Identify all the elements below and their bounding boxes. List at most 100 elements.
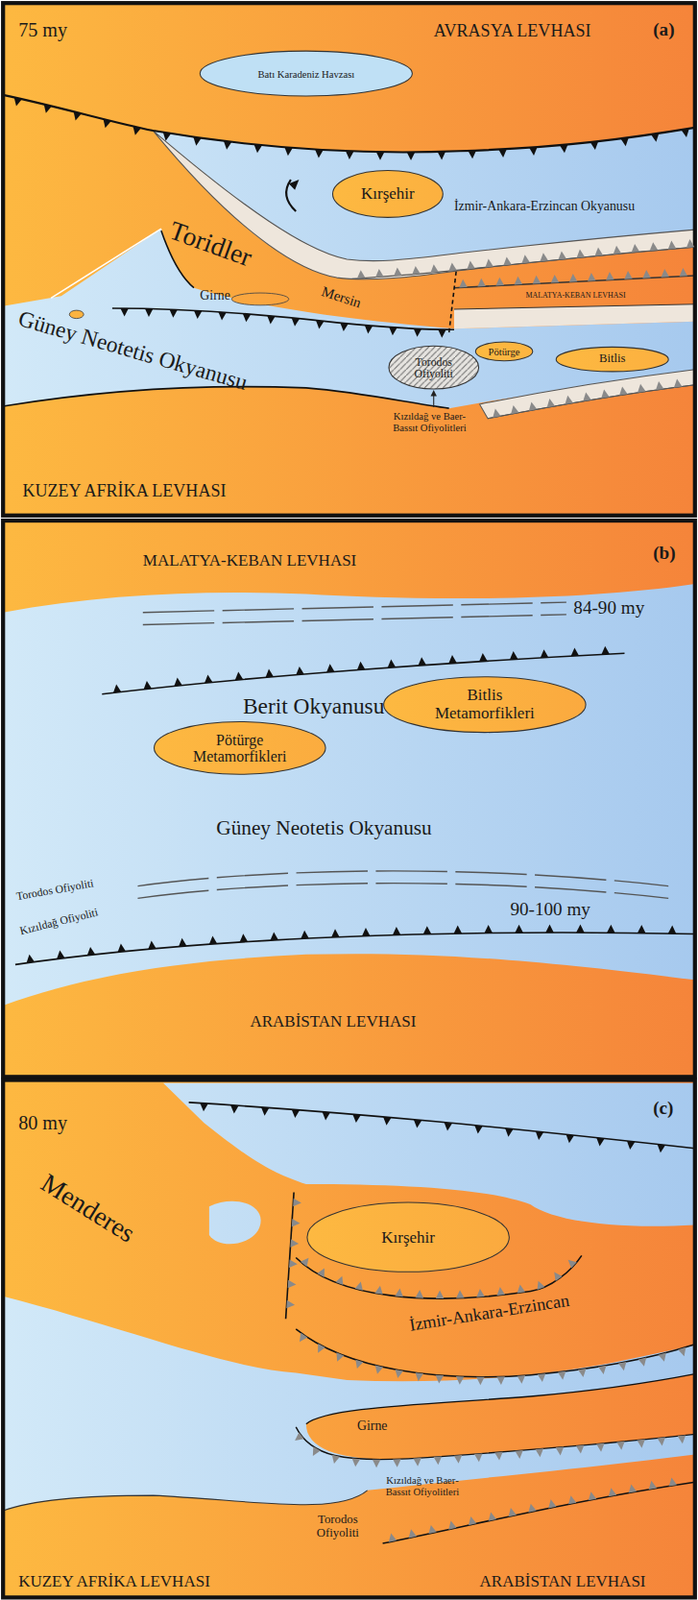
node-text: Bitlis Metamorfikleri <box>423 686 547 723</box>
thrust-tooth <box>352 1113 361 1123</box>
thrust-tooth <box>357 661 365 671</box>
thrust-tooth <box>355 1359 363 1369</box>
plate-name: KUZEY AFRİKA LEVHASI <box>18 1571 211 1590</box>
thrust-tooth <box>437 151 446 161</box>
thrust-tooth <box>291 1218 301 1227</box>
thrust-tooth <box>637 384 646 393</box>
unit-name: Girne <box>199 288 230 304</box>
thrust-tooth <box>476 1376 485 1386</box>
ophiolite-name: Torodos Ofiyoliti <box>15 876 95 903</box>
thrust-tooth <box>173 677 182 687</box>
thrust-teeth <box>120 308 446 338</box>
thrust-tooth <box>514 276 523 286</box>
thrust-tooth <box>286 1299 295 1308</box>
metamorphic-block: Pötürge Metamorfikleri <box>152 721 327 776</box>
thrust-tooth <box>376 151 386 161</box>
thrust-tooth <box>374 1285 383 1295</box>
thrust-tooth <box>361 927 370 937</box>
thrust-tooth <box>388 1533 397 1542</box>
thrust-tooth <box>505 1128 513 1137</box>
thrust-tooth <box>624 270 632 280</box>
thrust-tooth <box>209 935 217 944</box>
thrust-tooth <box>409 1528 417 1538</box>
thrust-tooth <box>673 378 682 387</box>
thrust-tooth <box>355 1281 363 1291</box>
thrust-line <box>2 95 696 153</box>
thrust-tooth <box>87 946 96 956</box>
thrust-tooth <box>677 1347 686 1356</box>
thrust-tooth <box>372 1459 382 1469</box>
plate-name: ARABİSTAN LEVHASI <box>249 1011 416 1031</box>
thrust-tooth <box>291 317 300 327</box>
thrust-tooth <box>545 924 554 934</box>
thrust-tooth <box>448 1519 457 1529</box>
thrust-tooth <box>468 1516 477 1525</box>
thrust-tooth <box>73 111 82 121</box>
thrust-tooth <box>576 924 585 934</box>
thrust-tooth <box>415 1371 424 1381</box>
thrust-tooth <box>495 277 504 287</box>
thrust-tooth <box>133 126 142 136</box>
panel-ground <box>2 520 696 1077</box>
thrust-tooth <box>492 409 501 418</box>
thrust-tooth <box>113 683 121 693</box>
thrust-tooth <box>435 1374 444 1384</box>
node-text: Batı Karadeniz Havzası <box>257 68 355 80</box>
thrust-tooth <box>288 1258 298 1267</box>
thrust-tooth <box>261 1107 269 1116</box>
thrust-tooth <box>498 148 506 158</box>
thrust-tooth <box>240 933 248 942</box>
boundary-line <box>50 228 162 298</box>
thrust-tooth <box>288 179 300 191</box>
thrust-tooth <box>178 938 187 947</box>
thrust-tooth <box>477 278 485 288</box>
panel-ground <box>2 1080 696 1598</box>
thrust-tooth <box>467 150 476 160</box>
thrust-tooth <box>430 264 438 273</box>
thrust-tooth <box>413 328 422 337</box>
thrust-tooth <box>596 1443 604 1452</box>
thrust-tooth <box>628 1483 637 1493</box>
spreading-ridge <box>137 883 669 899</box>
thrust-tooth <box>335 1275 343 1285</box>
thrust-tooth <box>587 272 596 282</box>
thrust-teeth <box>286 1198 302 1309</box>
thrust-tooth <box>571 647 579 656</box>
thrust-tooth <box>395 1369 404 1378</box>
panel-letter: (c) <box>652 1098 674 1119</box>
thrust-teeth <box>14 96 690 161</box>
thrust-tooth <box>314 149 323 159</box>
leader-line <box>433 394 434 408</box>
thrust-tooth <box>601 646 609 655</box>
thrust-tooth <box>668 240 676 250</box>
thrust-line <box>189 1102 696 1149</box>
continent-blob: Kırşehir <box>306 1201 511 1273</box>
thrust-tooth <box>553 1272 562 1281</box>
thrust-tooth <box>608 1487 617 1496</box>
thrust-tooth <box>601 388 609 398</box>
ocean-name: Güney Neotetis Okyanusu <box>15 306 250 396</box>
plate-name: KUZEY AFRİKA LEVHASI <box>22 481 226 502</box>
thrust-teeth <box>299 1332 686 1385</box>
thrust-tooth <box>494 1451 503 1461</box>
thrust-tooth <box>636 1439 645 1448</box>
blob-shape <box>199 50 412 97</box>
ocean-name: Güney Neotetis Okyanusu <box>216 816 432 839</box>
thrust-tooth <box>474 1452 482 1462</box>
thrust-teeth <box>458 267 688 288</box>
plate-name: MALATYA-KEBAN LEVHASI <box>143 551 357 570</box>
thrust-tooth <box>488 1511 497 1520</box>
thrust-tooth <box>332 1454 340 1464</box>
thrust-tooth <box>292 1198 302 1206</box>
thrust-tooth <box>557 1371 566 1380</box>
thrust-tooth <box>620 137 628 146</box>
plate-name: ARABİSTAN LEVHASI <box>480 1571 647 1590</box>
subduction-band <box>480 369 696 419</box>
thrust-tooth <box>537 1372 546 1382</box>
thrust-tooth <box>312 1445 321 1456</box>
blob-shape <box>332 169 443 217</box>
thrust-tooth <box>514 1449 523 1459</box>
thrust-tooth <box>529 146 537 156</box>
thrust-tooth <box>413 1119 422 1129</box>
